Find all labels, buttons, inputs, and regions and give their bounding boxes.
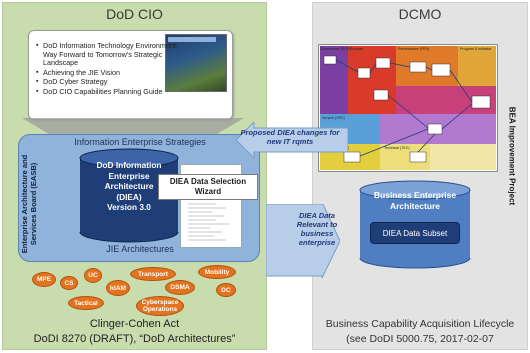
diea-data-subset-box: DIEA Data Subset [370, 222, 460, 244]
oval-mobility: Mobility [198, 265, 236, 279]
diea-title: DoD Information Enterprise Architecture … [82, 160, 176, 213]
region-label-process: Process [350, 47, 363, 51]
easb-label: Enterprise Architecture and Services Boa… [20, 154, 38, 254]
cover-title-strip [168, 37, 216, 42]
oval-uc: UC [84, 268, 102, 283]
left-footer-line-2: DoDI 8270 (DRAFT), “DoD Architectures” [33, 333, 236, 345]
proposed-changes-text: Proposed DIEA changes for new IT rqmts [240, 128, 340, 146]
strategy-item: DoD CIO Capabilities Planning Guide [36, 87, 191, 97]
region-label-performance: Performance (PER) [398, 47, 430, 51]
region-label-technical: Technical (TEC) [384, 146, 410, 150]
diea-line: Enterprise [108, 170, 150, 181]
strategy-item: DoD Cyber Strategy [36, 78, 191, 87]
diea-line: DoD Information [96, 160, 162, 170]
dod-cio-title: DoD CIO [106, 6, 163, 22]
wizard-text-lines [188, 203, 230, 241]
oval-tactical: Tactical [68, 296, 104, 310]
diea-data-selection-wizard-label: DIEA Data Selection Wizard [158, 174, 258, 200]
information-enterprise-strategies-label: Information Enterprise Strategies [74, 137, 206, 147]
oval-transport: Transport [130, 267, 176, 281]
right-footer-line-2: (see DoDI 5000.75, 2017-02-07 [346, 333, 494, 345]
bea-diagram-graphic [320, 46, 496, 170]
diea-line: (DIEA) [116, 191, 142, 202]
jie-architectures-label: JIE Architectures [106, 244, 174, 254]
bea-line: Architecture [389, 200, 441, 211]
oval-dsma: DSMA [165, 280, 195, 295]
oval-cs: CS [60, 276, 78, 290]
oval-cyberspace-operations: Cyberspace Operations [136, 296, 184, 316]
dcmo-title: DCMO [398, 6, 442, 22]
diea-line: Architecture [104, 181, 154, 191]
relevant-data-text: DIEA Data Relevant to business enterpris… [296, 211, 338, 247]
strategy-list: DoD Information Technology Environment: … [36, 41, 191, 98]
oval-dc: DC [216, 283, 236, 297]
region-label-governance: Governance (GOV) [320, 47, 351, 51]
jie-architecture-ovals: MPE CS UC IdAM Transport DSMA Mobility D… [20, 258, 250, 318]
relevant-data-arrow [266, 204, 340, 278]
bea-title: Business Enterprise Architecture [362, 190, 468, 211]
left-footer-line-1: Clinger-Cohen Act [89, 318, 180, 330]
region-label-program: Program & Initiative [460, 47, 492, 51]
bea-improvement-project-label: BEA Improvement Project [507, 106, 517, 206]
strategy-item: DoD Information Technology Environment: … [36, 41, 191, 68]
diea-cylinder-icon [79, 148, 179, 243]
proposed-changes-arrow [236, 122, 348, 160]
oval-idam: IdAM [106, 280, 130, 296]
diea-line: Version 3.0 [107, 202, 151, 212]
oval-mpe: MPE [32, 272, 56, 287]
strategy-item: Achieving the JIE Vision [36, 68, 191, 78]
region-label-service: Service (SRV) [322, 116, 345, 120]
right-footer-line-1: Business Capability Acquisition Lifecycl… [325, 318, 515, 330]
bea-line: Business Enterprise [373, 190, 457, 200]
